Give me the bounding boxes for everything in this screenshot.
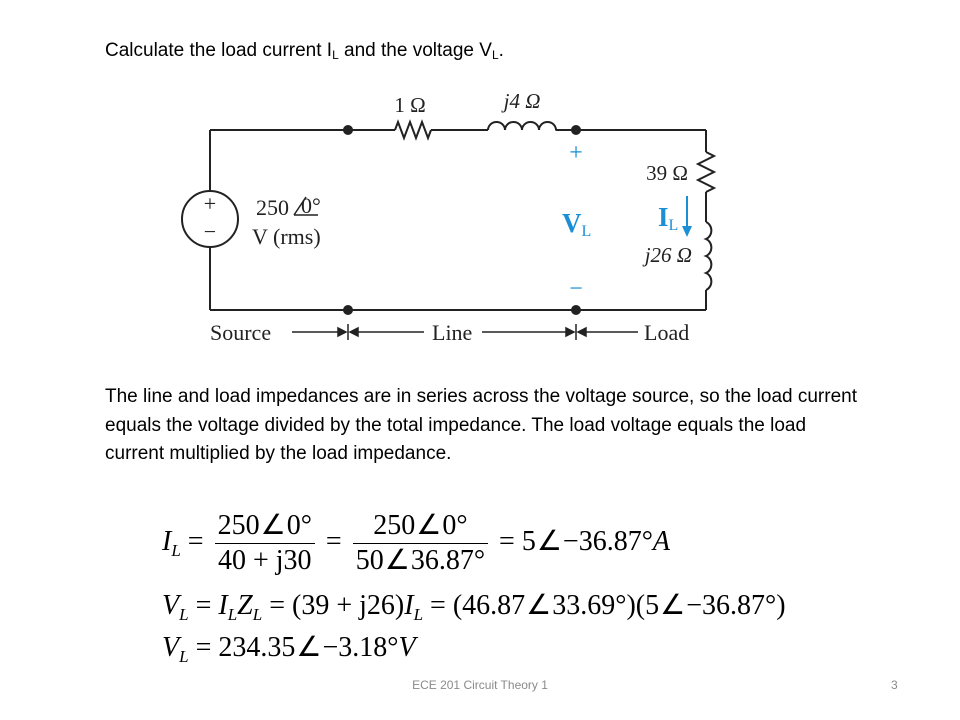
- equation-load-voltage-result: VL = 234.35∠−3.18°V: [162, 632, 416, 666]
- load-resistance-label: 39 Ω: [646, 161, 688, 185]
- eq3-lhs-sub: L: [179, 647, 189, 666]
- eq2-lhs-var: V: [162, 590, 180, 621]
- eq1-res-mag: 5: [521, 525, 536, 557]
- slide-title: Calculate the load current IL and the vo…: [105, 40, 504, 62]
- eq1-f1-num-mag: 250: [217, 510, 260, 541]
- eq1-lhs-var: I: [162, 525, 172, 557]
- eq1-f2-den-ang: 36.87°: [410, 545, 486, 576]
- source-magnitude: 250: [256, 195, 289, 220]
- eq2-i2-sub: L: [413, 605, 424, 624]
- footer-page-number: 3: [891, 678, 898, 692]
- section-label-load: Load: [644, 320, 689, 345]
- eq2-ang1: 33.69°): [552, 590, 636, 621]
- dim-arrow: [337, 326, 348, 338]
- il-sub: L: [669, 217, 679, 234]
- title-mid: and the voltage V: [338, 40, 492, 61]
- dim-arrow: [348, 326, 359, 338]
- eq1-f2-num-ang: 0°: [442, 510, 468, 541]
- angle-icon: ∠: [416, 510, 442, 541]
- eq3-mag: 234.35: [218, 632, 296, 663]
- resistor-line: [394, 119, 432, 141]
- node-dot: [343, 125, 353, 135]
- eq1-res-unit: A: [652, 525, 671, 557]
- dim-arrow: [576, 326, 587, 338]
- eq1-res-ang: −36.87°: [562, 525, 653, 557]
- eq2-i2-var: I: [404, 590, 414, 621]
- eq3-lhs-var: V: [162, 632, 180, 663]
- vl-minus: −: [569, 276, 583, 302]
- eq2-open2: (5: [635, 590, 660, 621]
- body-paragraph: The line and load impedances are in seri…: [105, 386, 857, 464]
- dim-arrow: [565, 326, 576, 338]
- il-arrow-head: [682, 226, 692, 237]
- title-sub-1: L: [332, 48, 339, 62]
- title-text: Calculate the load current I: [105, 40, 333, 61]
- source-unit: V (rms): [252, 224, 321, 249]
- eq1-fraction-1: 250∠0° 40 + j30: [214, 510, 315, 577]
- eq3-ang: −3.18°: [322, 632, 399, 663]
- eq1-lhs-sub: L: [171, 540, 181, 560]
- eq1-f1-den: 40 + j30: [217, 545, 312, 576]
- eq3-unit: V: [398, 632, 416, 663]
- vl-main: V: [562, 208, 582, 238]
- equation-load-voltage-expanded: VL = ILZL = (39 + j26)IL = (46.87∠33.69°…: [162, 590, 786, 624]
- eq2-ang2: −36.87°): [686, 590, 786, 621]
- source-angle-symbol: [293, 196, 307, 216]
- inductor-load: [703, 221, 713, 291]
- node-dot: [571, 125, 581, 135]
- equation-load-current: IL = 250∠0° 40 + j30 = 250∠0° 50∠36.87° …: [162, 510, 671, 577]
- eq2-expr1: (39 + j26): [292, 590, 405, 621]
- angle-icon: ∠: [384, 545, 410, 576]
- node-dot: [571, 305, 581, 315]
- section-label-line: Line: [432, 320, 472, 345]
- eq2-z-sub: L: [252, 605, 263, 624]
- eq1-fraction-2: 250∠0° 50∠36.87°: [352, 510, 489, 577]
- eq2-lhs-sub: L: [179, 605, 189, 624]
- angle-icon: ∠: [526, 590, 552, 621]
- il-main: I: [658, 202, 669, 232]
- angle-icon: ∠: [296, 632, 322, 663]
- resistor-load: [695, 151, 717, 193]
- il-label: IL: [658, 202, 678, 234]
- footer-course: ECE 201 Circuit Theory 1: [412, 678, 548, 692]
- title-sub-2: L: [491, 48, 499, 62]
- angle-icon: ∠: [536, 525, 562, 557]
- load-reactance-label: j26 Ω: [642, 243, 692, 267]
- source-minus: −: [204, 219, 216, 244]
- eq2-i-var: I: [218, 590, 228, 621]
- inductor-line: [487, 121, 558, 132]
- eq1-f2-den-mag: 50: [355, 545, 384, 576]
- line-reactance-label: j4 Ω: [501, 89, 541, 113]
- eq2-z-var: Z: [237, 590, 253, 621]
- line-resistance-label: 1 Ω: [394, 93, 425, 117]
- vl-sub: L: [582, 223, 592, 240]
- section-label-source: Source: [210, 320, 271, 345]
- eq2-i-sub: L: [227, 605, 238, 624]
- vl-label: VL: [562, 208, 591, 240]
- eq1-f2-num-mag: 250: [373, 510, 416, 541]
- node-dot: [343, 305, 353, 315]
- angle-icon: ∠: [260, 510, 286, 541]
- title-end: .: [498, 40, 504, 61]
- source-angle: 0°: [301, 193, 321, 218]
- vl-plus: +: [569, 140, 583, 166]
- eq1-f1-num-ang: 0°: [286, 510, 312, 541]
- angle-icon: ∠: [660, 590, 686, 621]
- source-plus: +: [204, 191, 216, 216]
- eq2-open1: (46.87: [452, 590, 526, 621]
- circuit-diagram: + − 1 Ω j4 Ω 39 Ω j26 Ω 250 0° V (rms) +…: [181, 89, 717, 345]
